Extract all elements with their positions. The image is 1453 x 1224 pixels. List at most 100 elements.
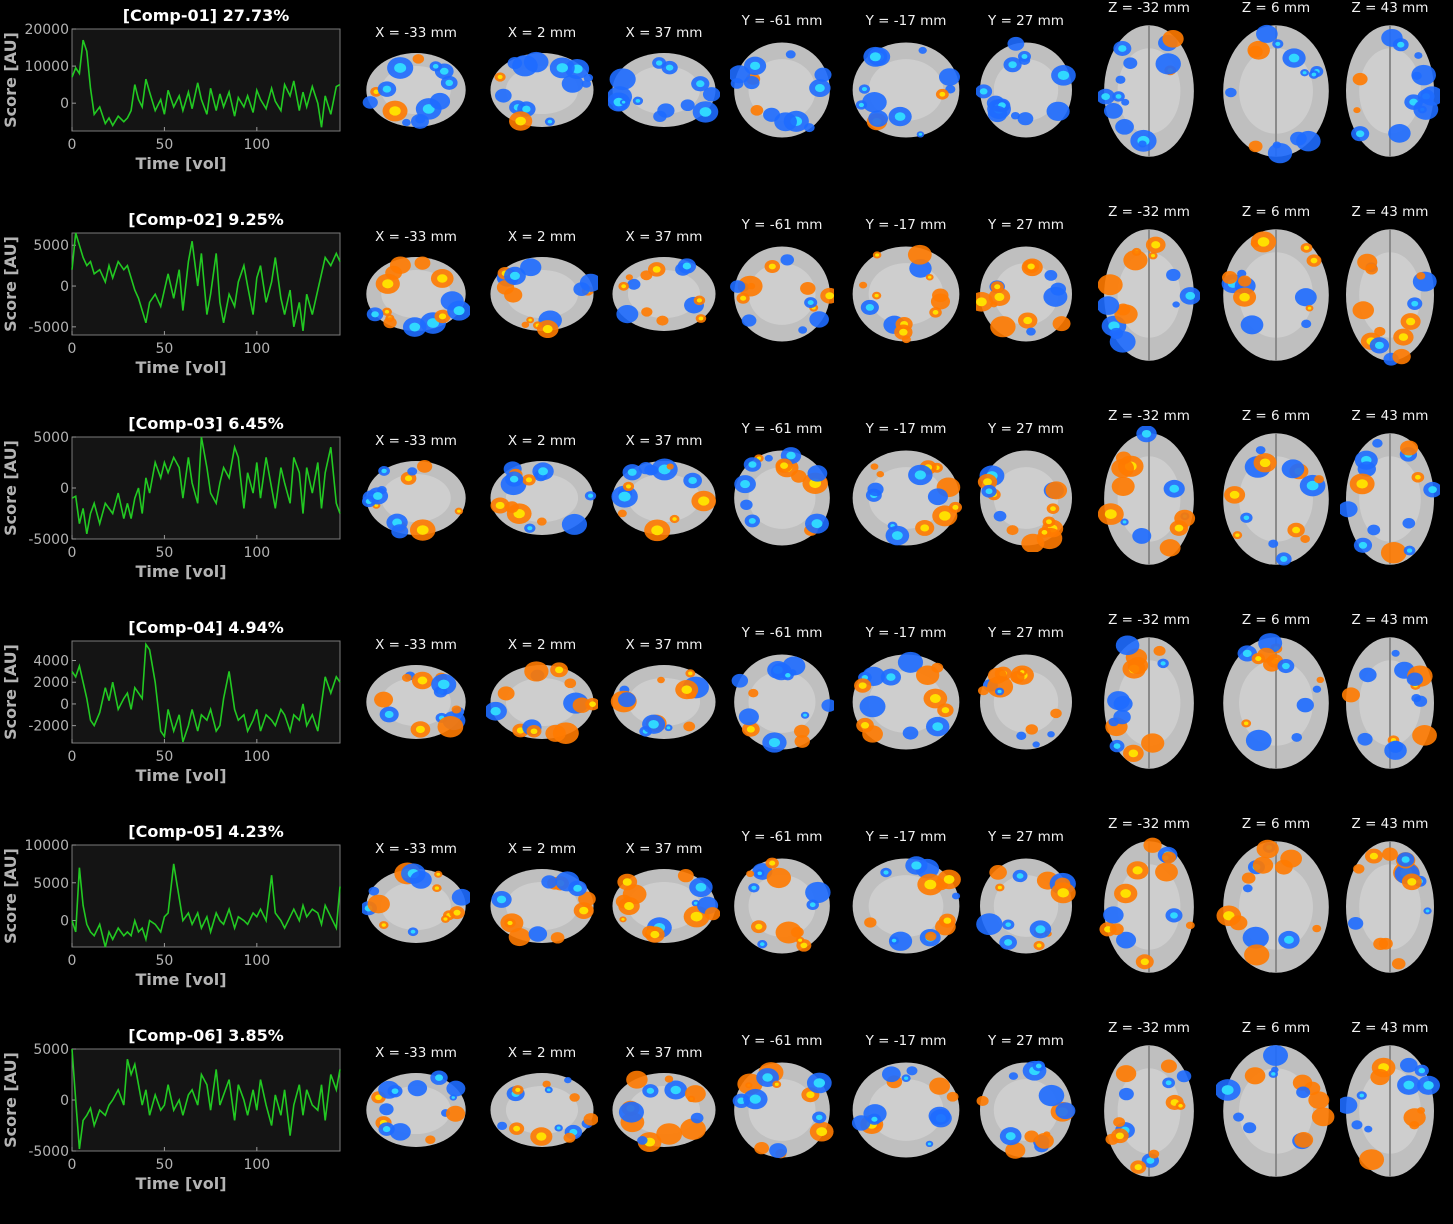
activation-peak: [1310, 257, 1318, 264]
brain-white-matter: [993, 467, 1059, 529]
activation-peak: [918, 132, 923, 136]
positive-activation-blob: [1370, 1069, 1390, 1086]
positive-activation-blob: [870, 463, 879, 470]
negative-activation-blob: [407, 467, 418, 476]
activation-peak: [1104, 509, 1117, 519]
negative-activation-blob: [741, 314, 757, 327]
brain-white-matter: [748, 263, 816, 325]
slice-coordinate-label: Z = -32 mm: [1108, 1020, 1190, 1036]
activation-peak: [655, 60, 663, 66]
brain-slice: [490, 1073, 598, 1147]
positive-activation-blob: [800, 281, 816, 295]
negative-activation-blob: [976, 913, 1003, 936]
x-tick-label: 0: [68, 1157, 77, 1173]
positive-activation-blob: [550, 932, 565, 944]
positive-activation-blob: [704, 907, 720, 921]
activation-peak: [490, 707, 501, 716]
activation-peak: [373, 89, 379, 95]
activation-peak: [865, 304, 875, 311]
slice-coordinate-label: X = -33 mm: [375, 1045, 457, 1061]
positive-activation-blob: [564, 678, 577, 689]
activation-peak: [1134, 1164, 1142, 1171]
brain-slice: [610, 665, 716, 739]
activation-peak: [952, 504, 959, 510]
slice-coordinate-label: Y = -61 mm: [741, 13, 823, 29]
activation-peak: [749, 61, 761, 71]
positive-activation-blob: [1123, 250, 1148, 271]
slice-coordinate-label: Z = -32 mm: [1108, 408, 1190, 424]
activation-peak: [371, 311, 379, 318]
activation-peak: [515, 116, 526, 126]
positive-activation-blob: [1311, 1107, 1335, 1127]
positive-activation-blob: [521, 321, 530, 328]
brain-slice: [1346, 229, 1437, 366]
activation-peak: [894, 112, 906, 121]
activation-peak: [451, 1096, 455, 1099]
x-axis-label: Time [vol]: [135, 970, 226, 989]
brain-slice: [731, 654, 834, 753]
activation-peak: [809, 902, 816, 908]
brain-slice: [1221, 229, 1329, 361]
negative-activation-blob: [1291, 733, 1303, 742]
positive-activation-blob: [1050, 708, 1062, 719]
activation-peak: [1050, 506, 1056, 512]
activation-peak: [681, 685, 693, 694]
y-tick-label: 2000: [33, 675, 69, 691]
activation-peak: [883, 870, 889, 875]
negative-activation-blob: [451, 888, 470, 906]
activation-peak: [1280, 556, 1288, 562]
positive-activation-blob: [536, 517, 547, 526]
negative-activation-blob: [1237, 269, 1247, 278]
activation-peak: [635, 98, 641, 103]
activation-peak: [496, 895, 507, 904]
positive-activation-blob: [504, 501, 519, 513]
negative-activation-blob: [702, 87, 720, 102]
activation-peak: [665, 64, 674, 71]
y-tick-label: 5000: [33, 238, 69, 254]
negative-activation-blob: [1055, 1102, 1076, 1120]
positive-activation-blob: [1316, 676, 1325, 684]
brain-white-matter: [868, 671, 944, 733]
activation-peak: [813, 1078, 826, 1088]
activation-peak: [755, 923, 763, 930]
activation-peak: [1057, 888, 1069, 898]
activation-peak: [869, 52, 881, 62]
positive-activation-blob: [1148, 1149, 1160, 1159]
positive-activation-blob: [946, 1091, 959, 1102]
slice-coordinate-label: X = 37 mm: [625, 433, 703, 449]
plot-area: [71, 640, 341, 744]
timeseries-title: [Comp-02] 9.25%: [128, 210, 284, 229]
activation-peak: [800, 942, 808, 949]
negative-activation-blob: [1312, 685, 1322, 693]
positive-activation-blob: [542, 1080, 551, 1088]
brain-slice: [852, 651, 960, 750]
activation-peak: [1288, 53, 1300, 63]
negative-activation-blob: [764, 454, 773, 462]
negative-activation-blob: [1098, 296, 1120, 315]
negative-activation-blob: [859, 695, 886, 718]
negative-activation-blob: [740, 499, 753, 510]
x-tick-label: 50: [155, 545, 173, 561]
negative-activation-blob: [1103, 103, 1123, 119]
negative-activation-blob: [1272, 141, 1282, 149]
activation-peak: [1275, 41, 1281, 46]
negative-activation-blob: [821, 699, 834, 712]
slice-coordinate-label: X = -33 mm: [375, 229, 457, 245]
timeseries-line: [71, 863, 341, 948]
activation-peak: [648, 719, 659, 729]
brain-slice: [1104, 635, 1194, 769]
activation-peak: [507, 920, 513, 926]
positive-activation-blob: [508, 928, 531, 947]
negative-activation-blob: [389, 1123, 411, 1141]
negative-activation-blob: [507, 57, 523, 70]
activation-peak: [536, 1132, 547, 1141]
positive-activation-blob: [367, 894, 390, 914]
positive-activation-blob: [1374, 326, 1386, 337]
negative-activation-blob: [1391, 649, 1400, 657]
activation-peak: [979, 88, 988, 95]
y-tick-label: 5000: [33, 1042, 69, 1058]
negative-activation-blob: [520, 258, 542, 277]
